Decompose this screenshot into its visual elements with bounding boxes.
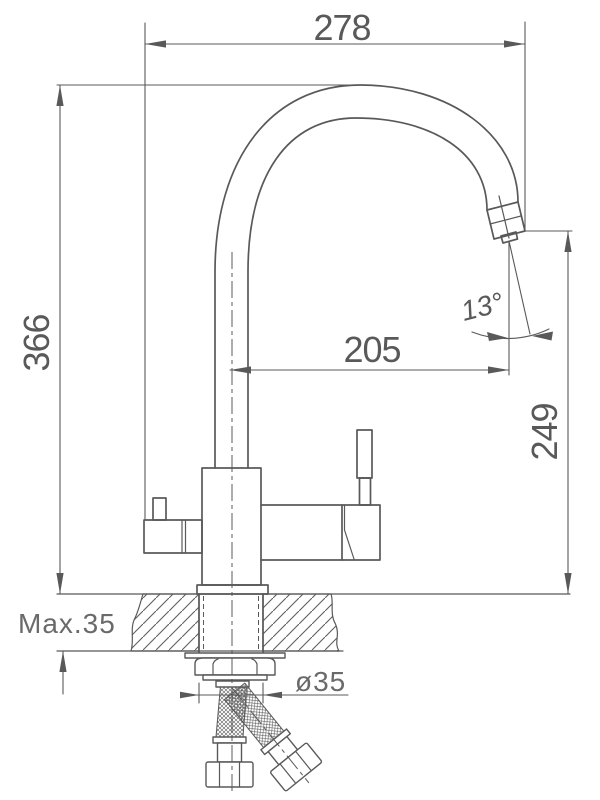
aerator-axis	[498, 195, 510, 239]
nut-face-right	[251, 658, 258, 676]
right-handle-body	[341, 504, 381, 561]
arrowhead-left	[230, 366, 251, 374]
dia35-label: ø35	[295, 666, 346, 697]
hose-diagonal-centerline	[231, 687, 310, 784]
lower-plate	[202, 674, 268, 681]
dim-205: 205	[229, 329, 510, 374]
spout-outer-curve	[214, 84, 519, 469]
hose-vertical-neck	[216, 742, 243, 763]
angle-arc	[471, 328, 550, 340]
dim-249: 249	[522, 230, 573, 595]
dim-278-label: 278	[313, 7, 370, 48]
dim-366-label: 366	[16, 314, 57, 371]
dim-dia35-arrows: ø35	[180, 666, 346, 699]
countertop-section	[56, 593, 571, 652]
faucet-outline	[143, 84, 526, 595]
hose-vertical-collar	[212, 736, 247, 744]
max35-label: Max.35	[18, 608, 116, 639]
right-lever	[356, 429, 373, 479]
arrowhead-down	[56, 573, 64, 594]
right-handle-chamfer	[343, 504, 355, 560]
mounting-nut	[194, 657, 276, 676]
hose-diagonal	[223, 682, 323, 792]
angle-label: 13°	[458, 286, 507, 326]
arrowhead-left	[145, 40, 166, 48]
arrowhead-down	[564, 573, 572, 594]
dim-205-label: 205	[343, 329, 400, 370]
dim-366: 366	[16, 84, 363, 595]
dim-278: 278	[144, 7, 526, 520]
spout-inner-curve	[247, 117, 488, 469]
left-handle-knob	[152, 497, 167, 521]
arrowhead-right	[504, 40, 525, 48]
hose-diagonal-nut-face-a	[279, 763, 297, 784]
outlet-angled-line	[508, 240, 531, 335]
arrowhead-up	[59, 651, 67, 672]
dim-angle-13: 13°	[458, 240, 553, 376]
counter-right-block	[262, 593, 340, 652]
arrowhead-inward-left	[180, 691, 199, 699]
counter-left-block	[130, 593, 200, 652]
arrowhead-right	[488, 366, 509, 374]
right-lever-neck	[358, 477, 372, 506]
dim-max35: Max.35	[18, 608, 116, 695]
arrowhead-inward-right	[263, 691, 282, 699]
hose-vertical-nut	[205, 761, 254, 788]
aerator-block	[486, 201, 526, 240]
dim-249-label: 249	[524, 403, 565, 460]
arrowhead-up	[56, 85, 64, 106]
washer	[184, 652, 286, 659]
arc-arrowhead-left	[487, 332, 508, 341]
aerator-nozzle	[500, 231, 519, 244]
arrowhead-up	[564, 231, 572, 252]
nut-face-left	[212, 658, 219, 676]
hose-diagonal-nut-face-b	[294, 750, 312, 772]
arc-arrowhead-right	[532, 331, 553, 341]
aerator-seam	[489, 215, 522, 225]
left-handle-body	[143, 519, 203, 554]
